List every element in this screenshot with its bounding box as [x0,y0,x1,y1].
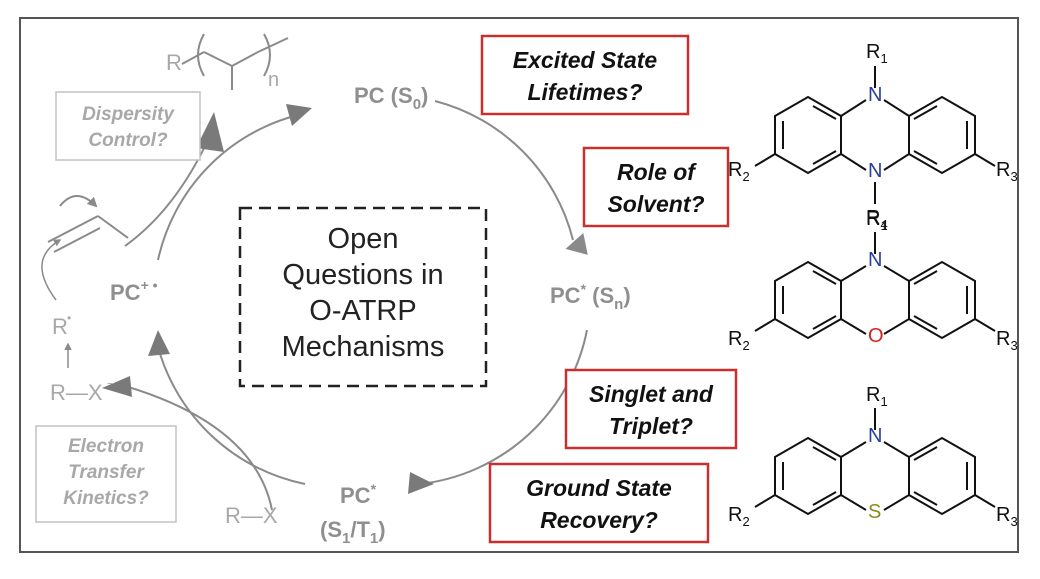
svg-text:(S1/T1): (S1/T1) [320,517,386,547]
phenothiazine-structure [754,408,996,516]
pc-radical-cation-label: PC+ • [110,277,158,305]
arrowhead-s0 [286,104,312,126]
phenoxazine-r2: R2 [728,328,750,353]
singlet-box [564,368,738,450]
arrowhead-sn [565,232,588,255]
phenazine-structure [754,66,996,204]
arrowhead-s1t1 [408,472,434,494]
radical-r: R [52,314,68,339]
dispersity-question: Dispersity Control? [82,104,175,151]
svg-text:PC* (Sn): PC* (Sn) [550,281,631,313]
catalytic-cycle [157,100,588,485]
center-question-box [238,206,488,388]
svg-text:Control?: Control? [88,130,168,151]
svg-text:Questions in: Questions in [282,259,443,291]
svg-text:PC*: PC* [340,481,377,508]
svg-text:Transfer: Transfer [68,462,145,483]
phenazine-r1: R1 [866,41,888,66]
phenazine-r3: R3 [996,159,1018,184]
arc-activation [124,385,273,511]
phenoxazine-o: O [868,325,884,347]
polymer-r-label: R [166,50,182,75]
svg-text:Open: Open [328,223,399,255]
arc-radical-to-s0 [157,114,299,261]
lifetimes-question: Excited State Lifetimes? [513,47,658,105]
svg-text:Lifetimes?: Lifetimes? [527,79,642,105]
arc-s1t1-to-radical [157,346,306,485]
phenoxazine-r1: R1 [866,208,888,233]
electron-transfer-box [35,425,177,523]
polymer-n-label: n [268,69,279,91]
phenazine-n-bottom: N [868,160,882,182]
phenothiazine-r3: R3 [996,504,1018,529]
svg-text:Ground State: Ground State [526,475,672,501]
svg-text:Dispersity: Dispersity [82,104,175,125]
solvent-box [582,146,730,228]
phenazine-n-top: N [868,84,882,106]
phenothiazine-s: S [868,501,881,523]
svg-text:O-ATRP: O-ATRP [309,295,416,327]
svg-text:Electron: Electron [68,436,144,457]
svg-text:Mechanisms: Mechanisms [282,331,445,363]
phenothiazine-r1: R1 [866,384,888,409]
polymer-structure [181,33,289,90]
arc-sn-to-s1t1 [419,329,588,485]
monomer-alkene [47,195,129,253]
svg-text:PC (S0): PC (S0) [354,83,428,113]
curly-arrow-addition [41,239,62,301]
arrowhead-activation [102,376,132,397]
pc-ground-state-label: PC (S0) [354,83,428,113]
arrowhead-propagation [196,112,224,152]
arc-s0-to-sn [434,100,574,241]
pc-excited-sn-label: PC* (Sn) [550,281,631,313]
phenoxazine-n: N [868,249,882,271]
singlet-question: Singlet and Triplet? [589,381,714,439]
svg-text:Kinetics?: Kinetics? [63,488,149,509]
svg-text:PC+ •: PC+ • [110,277,158,305]
phenothiazine-r2: R2 [728,504,750,529]
svg-text:Solvent?: Solvent? [607,191,704,217]
center-question-text: Open Questions in O-ATRP Mechanisms [282,223,445,363]
electron-transfer-question: Electron Transfer Kinetics? [63,436,149,509]
solvent-question: Role of Solvent? [607,159,704,217]
rx-anion-charge: − [107,376,115,391]
phenoxazine-r3: R3 [996,328,1018,353]
phenoxazine-structure [754,232,996,340]
dispersity-box [55,91,201,161]
ground-state-question: Ground State Recovery? [526,475,672,533]
phenazine-r2: R2 [728,159,750,184]
svg-text:Singlet and: Singlet and [589,381,714,407]
radical-dot: • [67,311,71,325]
rx-substrate-label: R—X [225,503,278,528]
phenothiazine-n: N [868,425,882,447]
svg-text:Recovery?: Recovery? [540,507,658,533]
pc-excited-s1t1-label: PC* (S1/T1) [320,481,386,547]
svg-text:Triplet?: Triplet? [609,413,693,439]
ground-state-box [488,462,710,544]
lifetimes-box [480,34,690,116]
svg-text:Role of: Role of [617,159,697,185]
rx-anion-label: R—X [50,380,103,405]
phenazine-r4: R4 [866,207,888,232]
arrowhead-radical [148,330,170,356]
svg-text:Excited State: Excited State [513,47,658,73]
